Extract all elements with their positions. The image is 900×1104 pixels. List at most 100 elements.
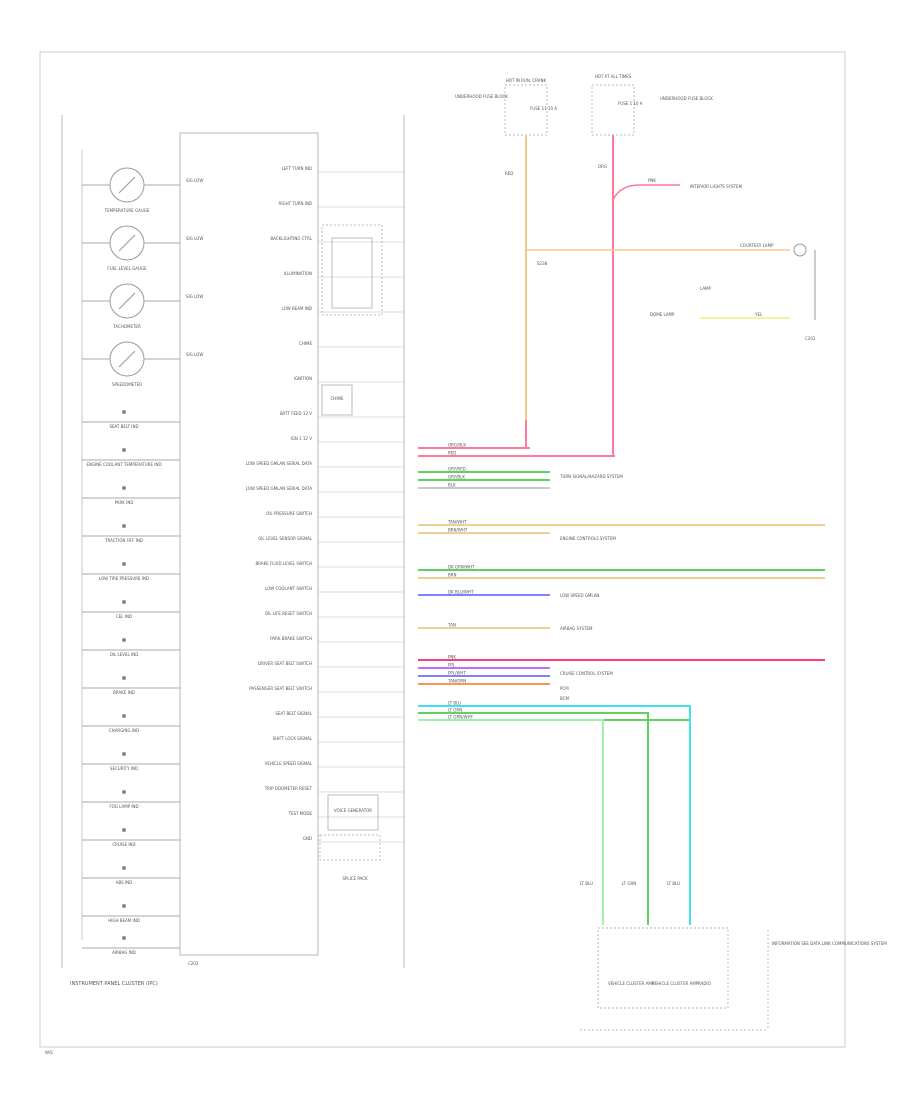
pin-test-mode: TEST MODE [288,811,313,816]
pin-backlighting-ctrl: BACKLIGHTING CTRL [270,236,312,241]
pin-oil-pressure-switch: OIL PRESSURE SWITCH [266,511,312,516]
pin-right-turn-ind: RIGHT TURN IND [279,201,312,206]
pnk-label: PNK [648,178,656,183]
pin-vehicle-speed-signal: VEHICLE SPEED SIGNAL [265,761,313,766]
indicator-cruise-ind-lamp [122,828,126,832]
indicator-security-ind-lamp [122,752,126,756]
pin-ignition: IGNITION [294,376,312,381]
courtesy-label: COURTESY LAMP [740,243,774,248]
indicator-security-ind-label: SECURITY IND [110,766,138,771]
bus-note-2: ENGINE CONTROLS SYSTEM [560,536,616,541]
splice-label: S238 [537,261,548,266]
lamp-ref: C201 [805,336,816,341]
indicator-seat-belt-ind-label: SEAT BELT IND [109,424,138,429]
wire-label-org: ORG [598,164,607,169]
cluster-footer-label: INSTRUMENT PANEL CLUSTER (IPC) [70,981,158,987]
indicator-seat-belt-ind-lamp [122,410,126,414]
indicator-low-tire-pressure-ind-label: LOW TIRE PRESSURE IND [99,576,149,581]
gauge-fuel-level-gauge-label: FUEL LEVEL GAUGE [107,266,147,271]
right-fuse-note: UNDERHOOD FUSE BLOCK [660,96,713,101]
pin-low-beam-ind: LOW BEAM IND [282,306,312,311]
voice-generator-label: VOICE GENERATOR [334,808,372,813]
gauge-tachometer-wire-label: SIG LOW [186,294,203,299]
bus-row-12-label: PNK [448,655,456,660]
pin-shift-lock-signal: SHIFT LOCK SIGNAL [273,736,313,741]
indicator-park-ind-label: PARK IND [115,500,134,505]
chime-box-label: CHIME [331,396,344,401]
bus-row-2-label: RED [448,451,456,456]
module-3-label: RADIO [698,981,711,986]
gauge-tachometer-label: TACHOMETER [112,324,141,329]
backlighting-relay-box [321,224,383,316]
indicator-oil-level-ind-lamp [122,638,126,642]
voice-generator-box [327,794,379,831]
indicator-engine-coolant-temperature-ind-label: ENGINE COOLANT TEMPERATURE IND [86,462,161,467]
pin-gnd: GND [303,836,312,841]
footer-ref: W/S [45,1050,53,1055]
pin-low-coolant-switch: LOW COOLANT SWITCH [265,586,312,591]
wire-bus: ORG/BLKREDGRY/REDGRY/BLKBLKTAN/WHTBRN/WH… [418,443,825,721]
gauge-temperature-gauge-needle [118,176,136,194]
bus-row-11-label: TAN [447,623,456,628]
left-fuse-note: UNDERHOOD FUSE BLOCK [455,94,508,99]
bus-wire-to-mod2 [418,712,649,925]
indicator-airbag-ind-lamp [122,936,126,940]
bus-row-6-label: TAN/WHT [447,520,467,525]
module-1-label: VEHICLE CLUSTER AMP [608,981,655,986]
chime-box [321,384,353,416]
indicator-cel-ind-label: CEL IND [116,614,132,619]
fuse-right-title: HOT AT ALL TIMES [595,74,632,79]
pin-driver-seat-belt-switch: DRIVER SEAT BELT SWITCH [258,661,312,666]
bus-row-9-label: BRN [448,573,457,578]
indicator-high-beam-ind-label: HIGH BEAM IND [108,918,140,923]
indicator-abs-ind-label: ABS IND [116,880,132,885]
bus-row-18-label: LT GRN/WHT [448,715,474,720]
dome-label: DOME LAMP [650,312,675,317]
indicator-brake-ind-label: BRAKE IND [113,690,135,695]
bus-note-7: BCM [560,696,569,701]
pin-seat-belt-signal: SEAT BELT SIGNAL [275,711,312,716]
pin-trip-odometer-reset: TRIP ODOMETER RESET [264,786,313,791]
bus-row-14-label: PPL/WHT [448,671,466,676]
bus-note-5: CRUISE CONTROL SYSTEM [560,671,613,676]
bus-wire-to-mod1 [418,719,604,925]
fuse-right-box [591,84,635,136]
bus-row-1-label: ORG/BLK [448,443,466,448]
bus-row-16-label: LT BLU [448,701,461,706]
pin-low-speed-gmlan-serial-data: LOW SPEED GMLAN SERIAL DATA [246,461,313,466]
wire-label-red: RED [505,171,513,176]
pin-chime: CHIME [299,341,312,346]
cluster-module-box [179,132,319,956]
connector-note: INTERIOR LIGHTS SYSTEM [690,184,743,189]
indicator-fog-lamp-ind-lamp [122,790,126,794]
indicator-airbag-ind-label: AIRBAG IND [112,950,136,955]
diagram-frame [39,51,846,1048]
indicator-oil-level-ind-label: OIL LEVEL IND [110,652,139,657]
bottom-wire-1: LT BLU [580,881,593,886]
gauge-temperature-gauge-label: TEMPERATURE GAUGE [104,208,150,213]
indicator-low-tire-pressure-ind-lamp [122,562,126,566]
bus-row-13-label: PPL [448,663,456,668]
bottom-wire-3: LT BLU [667,881,680,886]
cluster-connector-id: C203 [188,961,199,966]
gauges-and-indicators: TEMPERATURE GAUGE SIG LOW FUEL LEVEL GAUGE… [82,167,203,955]
indicator-cruise-ind-label: CRUISE IND [112,842,135,847]
gauge-fuel-level-gauge-needle [118,234,136,252]
indicator-cel-ind-lamp [122,600,126,604]
indicator-high-beam-ind-lamp [122,904,126,908]
bus-note-1: TURN SIGNAL/HAZARD SYSTEM [559,474,623,479]
indicator-engine-coolant-temperature-ind-lamp [122,448,126,452]
indicator-traction-off-ind-lamp [122,524,126,528]
bus-row-4-label: GRY/BLK [448,475,465,480]
fuse-left-title: HOT IN RUN, CRANK [506,78,547,83]
bus-note-3: LOW SPEED GMLAN [560,593,599,598]
pin-batt-feed-12-v: BATT FEED 12 V [280,411,312,416]
indicator-traction-off-ind-label: TRACTION OFF IND [104,538,143,543]
bus-note-6: PCM [560,686,569,691]
gauge-speedometer-label: SPEEDOMETER [112,382,142,387]
fuse-left-label: FUSE 11 10 A [530,106,557,111]
bus-row-7-label: BRN/WHT [448,528,468,533]
